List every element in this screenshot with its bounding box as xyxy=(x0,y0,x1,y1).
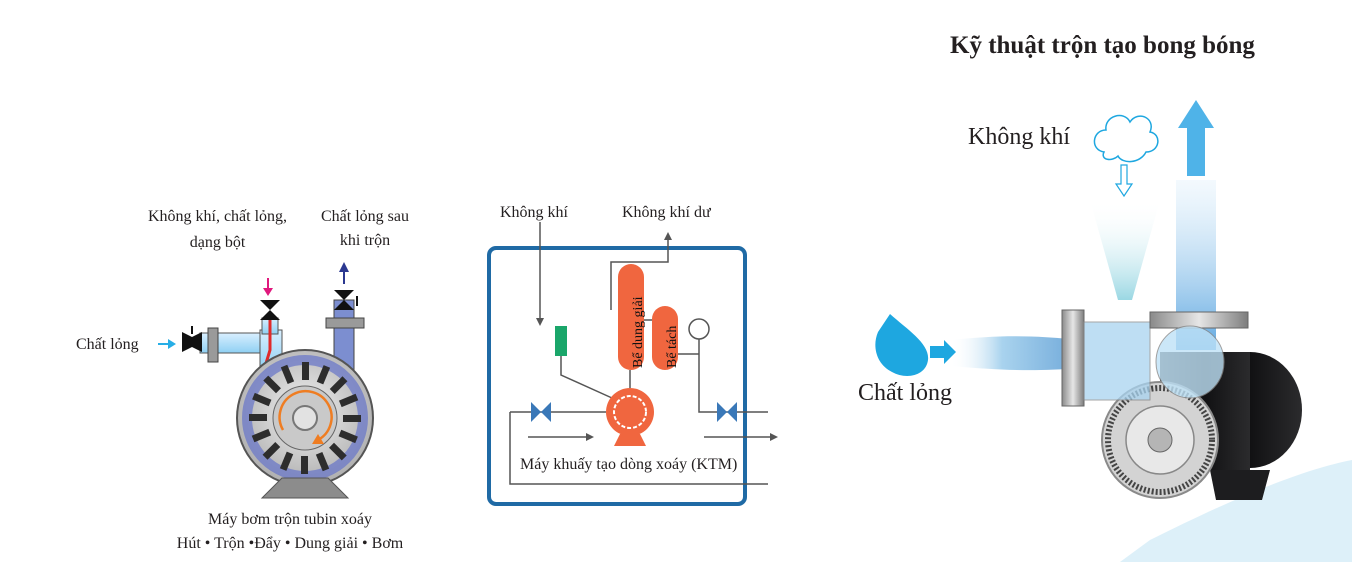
liquid-drop-icon xyxy=(875,314,956,376)
motor-foot xyxy=(1210,470,1270,500)
label-liquid-after-mix: Chất lỏng sau khi trộn xyxy=(310,206,420,252)
label-air-liquid-powder: Không khí, chất lỏng, dạng bột xyxy=(135,206,300,254)
flowmeter-line xyxy=(560,356,613,399)
flow-arrow-out-head xyxy=(770,433,778,441)
inlet-valve-bowtie-icon xyxy=(531,402,551,422)
separate-tank xyxy=(652,306,678,370)
bubble-mixing-illustration xyxy=(875,100,1352,562)
label-liquid-right: Chất lỏng xyxy=(858,380,952,406)
excess-air-line xyxy=(610,238,669,310)
vortex-flow-ring xyxy=(242,355,368,481)
liquid-stream xyxy=(950,336,1080,371)
air-spray-cone xyxy=(1090,200,1160,300)
vortex-pump-diagram xyxy=(158,262,374,499)
turbine-hub xyxy=(1147,427,1173,453)
turbine-teeth xyxy=(1105,385,1215,495)
label-excess-air: Không khí dư xyxy=(622,204,711,221)
shaft xyxy=(292,405,318,431)
tank-dissolve-label: Bể dung giải xyxy=(631,296,646,368)
page-title: Kỹ thuật trộn tạo bong bóng xyxy=(950,32,1255,59)
water-swoosh xyxy=(1120,460,1352,562)
pressure-gauge-icon xyxy=(688,318,710,340)
mixer-swirl-icon xyxy=(613,395,647,429)
inlet-chamber xyxy=(1083,321,1151,401)
label-liquid-after-mix-line1: Chất lỏng sau xyxy=(321,208,409,225)
ktm-system-diagram xyxy=(487,222,778,506)
label-liquid-in: Chất lỏng xyxy=(76,336,139,353)
rotation-arrowhead xyxy=(312,434,324,444)
dissolve-tank xyxy=(618,264,644,370)
outlet-line xyxy=(698,370,768,413)
outlet-arrow-icon xyxy=(339,262,349,284)
outlet-valve-icon xyxy=(334,290,358,310)
inlet-flange-3d xyxy=(1061,309,1085,407)
caption-pump-name: Máy bơm trộn tubin xoáy xyxy=(208,511,372,528)
air-line-arrowhead xyxy=(536,318,544,326)
excess-air-arrowhead xyxy=(664,232,672,240)
mixing-chamber xyxy=(1155,325,1225,399)
label-air-middle: Không khí xyxy=(500,204,568,221)
rotation-arrow xyxy=(278,389,333,442)
label-air-liquid-powder-line1: Không khí, chất lỏng, xyxy=(147,208,288,225)
flow-arrow-in-head xyxy=(586,433,594,441)
outflow-arrow-icon xyxy=(1178,100,1214,176)
impeller-blades xyxy=(249,362,361,474)
mixer-caption: Máy khuấy tạo dòng xoáy (KTM) xyxy=(520,456,738,473)
inlet-flange xyxy=(207,327,219,363)
outlet-valve-bowtie-icon xyxy=(717,402,737,422)
system-frame xyxy=(487,246,747,506)
left-caption: Máy bơm trộn tubin xoáy Hút • Trộn •Đẩy … xyxy=(150,509,430,555)
tank-separate-label: Bể tách xyxy=(665,325,680,368)
mixer-base xyxy=(614,434,646,446)
air-cloud-icon xyxy=(1093,114,1159,198)
flowmeter-icon xyxy=(555,326,567,356)
outlet-flange xyxy=(325,317,365,329)
inlet-valve-icon xyxy=(182,326,202,352)
label-air-liquid-powder-line2: dạng bột xyxy=(189,234,246,251)
feed-valve-icon xyxy=(260,300,280,320)
caption-pump-functions: Hút • Trộn •Đẩy • Dung giải • Bơm xyxy=(176,535,404,552)
feed-arrow-icon xyxy=(263,278,273,296)
liquid-in-arrow-icon xyxy=(158,339,176,349)
label-air-right: Không khí xyxy=(968,124,1070,150)
pump-base xyxy=(260,477,350,499)
return-line xyxy=(509,412,768,485)
label-liquid-after-mix-line2: khi trộn xyxy=(339,232,391,249)
outlet-flange-3d xyxy=(1149,311,1249,329)
